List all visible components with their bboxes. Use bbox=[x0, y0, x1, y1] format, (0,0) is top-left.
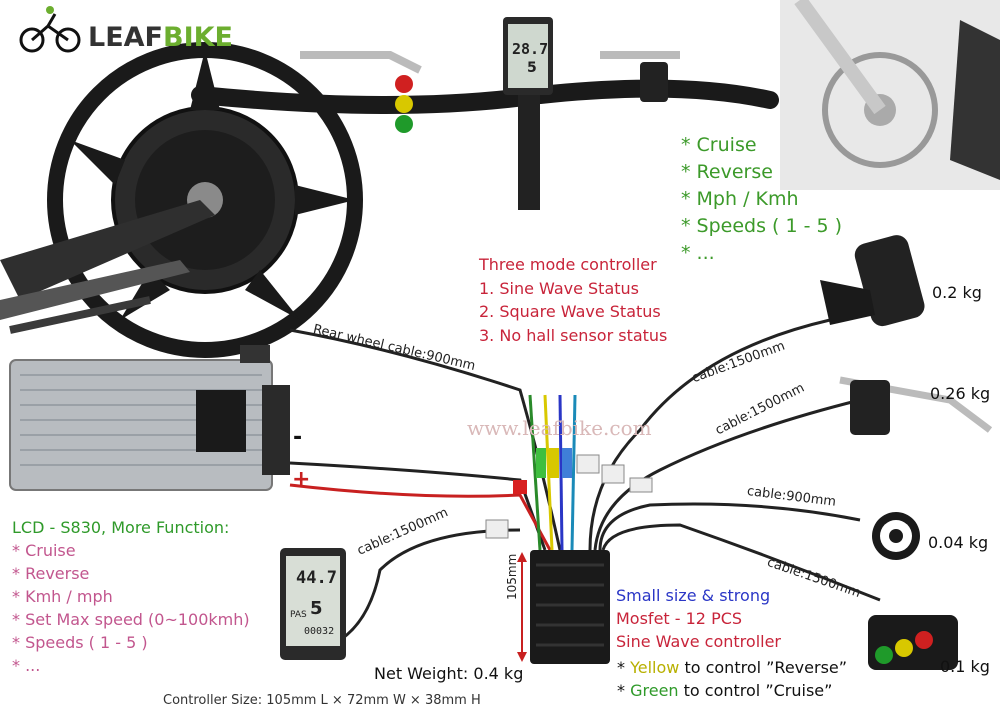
lcd-feature-item: * ... bbox=[12, 656, 41, 675]
controller-dimension: 105mm bbox=[505, 553, 519, 600]
controller-desc-line1: Small size & strong bbox=[616, 586, 771, 605]
logo-text-accent: BIKE bbox=[163, 22, 233, 53]
lcd-feature-item: * Reverse bbox=[12, 564, 90, 583]
feature-item: * ... bbox=[681, 242, 715, 264]
cyclist-icon bbox=[19, 6, 81, 53]
controller-description: Small size & strong Mosfet - 12 PCS Sine… bbox=[616, 584, 781, 653]
pas-weight: 0.04 kg bbox=[928, 533, 989, 552]
bottom-lcd-level: 5 bbox=[310, 598, 323, 619]
feature-list: * Cruise * Reverse * Mph / Kmh * Speeds … bbox=[681, 132, 842, 267]
bullet: * bbox=[617, 658, 631, 677]
top-lcd-level: 5 bbox=[527, 60, 537, 76]
controller-modes-title: Three mode controller bbox=[479, 255, 657, 274]
bullet: * bbox=[617, 681, 631, 700]
lcd-feature-item: * Kmh / mph bbox=[12, 587, 113, 606]
reverse-text: to control ”Reverse” bbox=[679, 658, 848, 677]
lcd-feature-item: * Cruise bbox=[12, 541, 76, 560]
lcd-feature-item: * Set Max speed (0~100kmh) bbox=[12, 610, 250, 629]
controller-modes: Three mode controller 1. Sine Wave Statu… bbox=[479, 253, 667, 347]
wiring bbox=[289, 318, 881, 642]
controller-size: Controller Size: 105mm L × 72mm W × 38mm… bbox=[163, 693, 481, 708]
green-word: Green bbox=[630, 681, 679, 700]
watermark: www.leafbike.com bbox=[467, 416, 652, 440]
mode-item: 1. Sine Wave Status bbox=[479, 278, 640, 298]
pas-sensor bbox=[872, 512, 920, 560]
controller-desc-line2: Mosfet - 12 PCS bbox=[616, 609, 743, 628]
throttle bbox=[820, 235, 925, 327]
throttle-weight: 0.2 kg bbox=[932, 283, 982, 302]
feature-item: * Cruise bbox=[681, 134, 757, 156]
bottom-lcd-odo: 00032 bbox=[304, 626, 335, 637]
logo-text-dark: LEAF bbox=[88, 22, 163, 53]
cruise-text: to control ”Cruise” bbox=[678, 681, 833, 700]
reverse-note: * Yellow to control ”Reverse” bbox=[617, 656, 847, 679]
handlebar bbox=[191, 17, 779, 210]
yellow-word: Yellow bbox=[630, 658, 680, 677]
lcd-feature-item: * Speeds ( 1 - 5 ) bbox=[12, 633, 148, 652]
hub-motor-wheel bbox=[0, 42, 363, 358]
switch-module bbox=[868, 615, 958, 670]
brand-logo: LEAFBIKE bbox=[88, 22, 233, 53]
minus-sign: - bbox=[293, 425, 303, 450]
brake-weight: 0.26 kg bbox=[930, 384, 991, 403]
bottom-lcd-pas: PAS bbox=[290, 610, 307, 620]
cruise-note: * Green to control ”Cruise” bbox=[617, 679, 847, 702]
feature-item: * Mph / Kmh bbox=[681, 188, 799, 210]
connectors bbox=[485, 448, 653, 539]
net-weight: Net Weight: 0.4 kg bbox=[374, 664, 524, 683]
battery bbox=[9, 345, 290, 491]
brake-lever bbox=[839, 376, 993, 435]
feature-item: * Reverse bbox=[681, 161, 773, 183]
feature-item: * Speeds ( 1 - 5 ) bbox=[681, 215, 843, 237]
front-wheel-photo bbox=[780, 0, 1000, 190]
control-notes: * Yellow to control ”Reverse” * Green to… bbox=[617, 656, 847, 702]
bottom-lcd-speed: 44.7 bbox=[296, 568, 337, 588]
mode-item: 3. No hall sensor status bbox=[479, 325, 668, 345]
lcd-feature-title: LCD - S830, More Function: bbox=[12, 518, 230, 537]
lcd-display bbox=[280, 548, 346, 660]
plus-sign: + bbox=[292, 467, 311, 492]
lcd-feature-list: LCD - S830, More Function: * Cruise * Re… bbox=[12, 516, 250, 677]
controller-desc-line3: Sine Wave controller bbox=[616, 632, 781, 651]
switch-weight: 0.1 kg bbox=[940, 657, 990, 676]
mode-item: 2. Square Wave Status bbox=[479, 302, 661, 321]
controller bbox=[517, 550, 610, 664]
top-lcd-speed: 28.7 bbox=[512, 40, 549, 58]
